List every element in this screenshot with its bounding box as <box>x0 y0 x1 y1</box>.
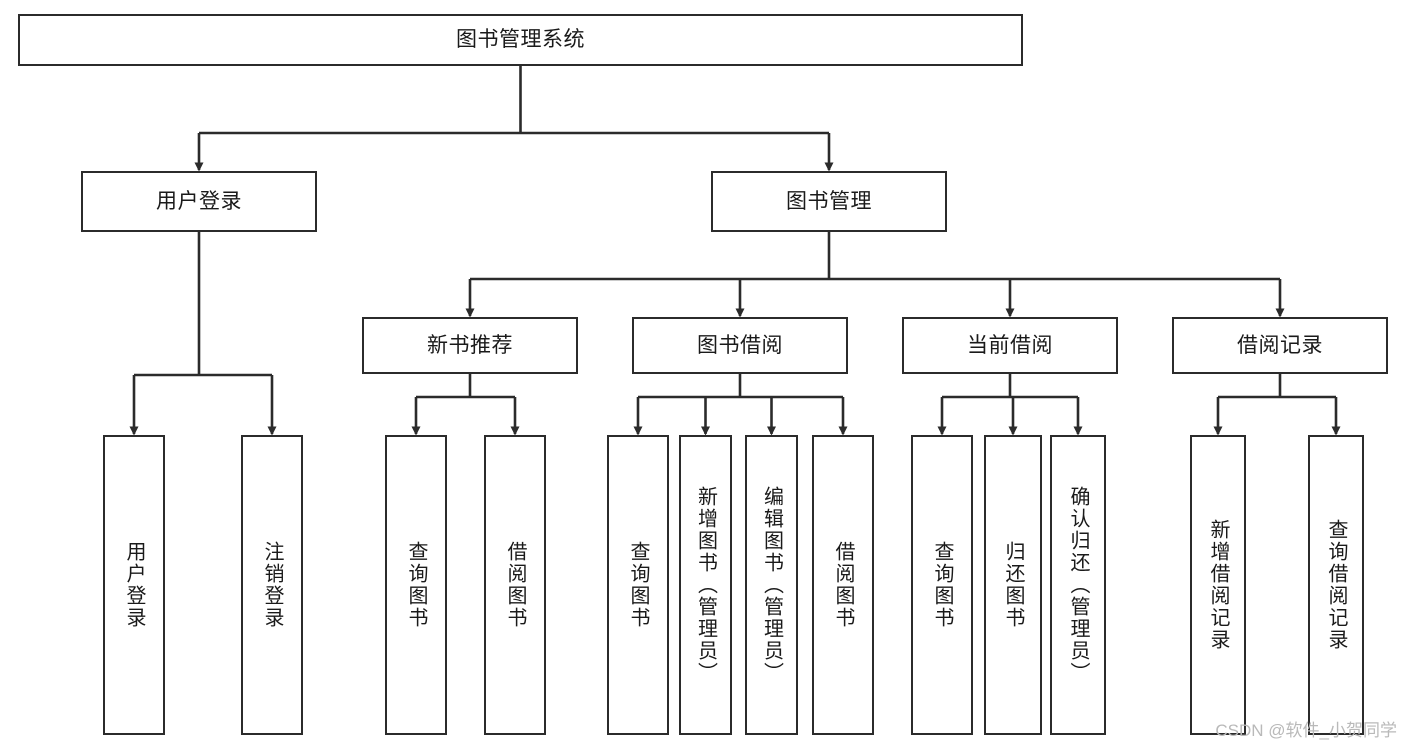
leaf-current-return-book[interactable]: 归还图书 <box>984 435 1042 735</box>
node-borrow-record-label: 借阅记录 <box>1237 333 1323 357</box>
edges-group <box>129 66 1341 436</box>
node-book-borrow-label: 图书借阅 <box>697 333 783 357</box>
leaf-borrow-query-book-label: 查询图书 <box>627 541 649 629</box>
node-book-management[interactable]: 图书管理 <box>711 171 947 232</box>
leaf-borrow-query-book[interactable]: 查询图书 <box>607 435 669 735</box>
leaf-newbook-borrow-book[interactable]: 借阅图书 <box>484 435 546 735</box>
leaf-user-login[interactable]: 用户登录 <box>103 435 165 735</box>
leaf-borrow-borrow-book-label: 借阅图书 <box>832 541 854 629</box>
leaf-borrow-borrow-book[interactable]: 借阅图书 <box>812 435 874 735</box>
leaf-newbook-borrow-book-label: 借阅图书 <box>504 541 526 629</box>
leaf-record-query[interactable]: 查询借阅记录 <box>1308 435 1364 735</box>
node-user-login[interactable]: 用户登录 <box>81 171 317 232</box>
leaf-newbook-query-book[interactable]: 查询图书 <box>385 435 447 735</box>
node-new-book-recommend-label: 新书推荐 <box>427 333 513 357</box>
leaf-current-return-book-label: 归还图书 <box>1002 541 1024 629</box>
leaf-borrow-add-book[interactable]: 新增图书（管理员） <box>679 435 732 735</box>
node-root[interactable]: 图书管理系统 <box>18 14 1023 66</box>
leaf-record-add[interactable]: 新增借阅记录 <box>1190 435 1246 735</box>
leaf-record-query-label: 查询借阅记录 <box>1325 519 1347 651</box>
leaf-current-confirm-return[interactable]: 确认归还（管理员） <box>1050 435 1106 735</box>
leaf-current-query-book-label: 查询图书 <box>931 541 953 629</box>
leaf-record-add-label: 新增借阅记录 <box>1207 519 1229 651</box>
leaf-logout[interactable]: 注销登录 <box>241 435 303 735</box>
leaf-borrow-add-book-label: 新增图书（管理员） <box>694 486 717 684</box>
leaf-current-confirm-return-label: 确认归还（管理员） <box>1067 486 1089 684</box>
node-current-borrow-label: 当前借阅 <box>967 333 1053 357</box>
node-user-login-label: 用户登录 <box>156 189 242 213</box>
node-root-label: 图书管理系统 <box>456 28 585 52</box>
node-borrow-record[interactable]: 借阅记录 <box>1172 317 1388 374</box>
leaf-current-query-book[interactable]: 查询图书 <box>911 435 973 735</box>
node-current-borrow[interactable]: 当前借阅 <box>902 317 1118 374</box>
node-new-book-recommend[interactable]: 新书推荐 <box>362 317 578 374</box>
node-book-management-label: 图书管理 <box>786 189 872 213</box>
leaf-newbook-query-book-label: 查询图书 <box>405 541 427 629</box>
watermark: CSDN @软件_小贺同学 <box>1215 721 1397 740</box>
leaf-borrow-edit-book[interactable]: 编辑图书（管理员） <box>745 435 798 735</box>
leaf-logout-label: 注销登录 <box>261 541 283 629</box>
leaf-borrow-edit-book-label: 编辑图书（管理员） <box>760 486 783 684</box>
leaf-user-login-label: 用户登录 <box>123 541 145 629</box>
node-book-borrow[interactable]: 图书借阅 <box>632 317 848 374</box>
